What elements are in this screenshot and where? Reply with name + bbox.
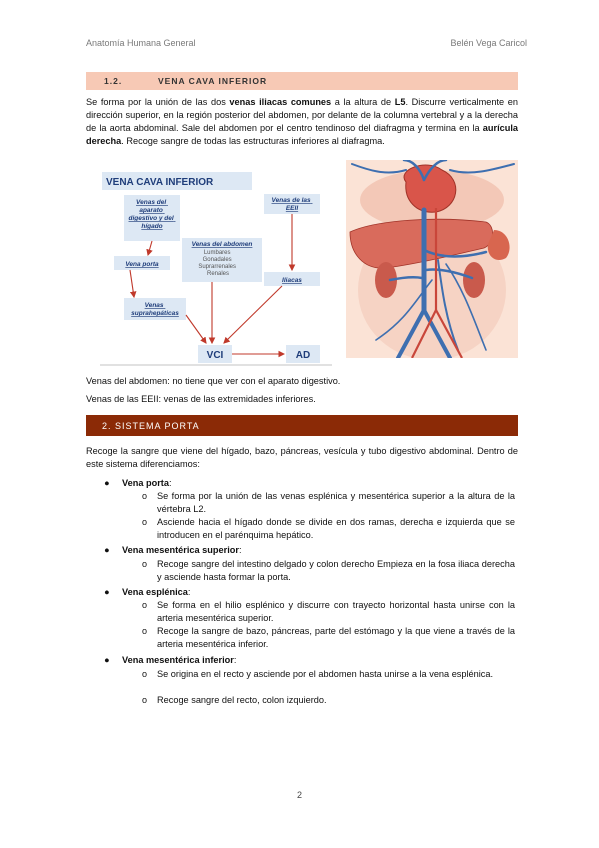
section-title: VENA CAVA INFERIOR — [158, 76, 268, 86]
bullet-dot-icon: ● — [104, 655, 110, 665]
bullet-title: Vena mesentérica inferior — [122, 655, 234, 665]
arteries-network — [411, 208, 463, 358]
section-number: 1.2. — [104, 76, 123, 86]
circle-bullet-icon: o — [142, 491, 148, 501]
header-right: Belén Vega Caricol — [450, 38, 527, 48]
bullet-mesenterica-superior: ●Vena mesentérica superior: — [104, 545, 242, 555]
intro-text-2: a la altura de — [331, 97, 395, 107]
bullet-mesenterica-inferior: ●Vena mesentérica inferior: — [104, 655, 237, 665]
diagram-title: VENA CAVA INFERIOR — [106, 177, 214, 188]
intro-bold-3: aurícula derecha — [86, 123, 518, 146]
circle-bullet-icon: o — [142, 626, 148, 636]
veins-network — [351, 160, 515, 358]
box-digestivo — [124, 195, 180, 241]
box-vci — [198, 345, 232, 363]
circle-bullet-icon: o — [142, 559, 148, 569]
bullet-vena-esplenica: ●Vena esplénica: — [104, 587, 191, 597]
box-suprahepaticas — [124, 298, 186, 320]
section-heading-vena-cava: 1.2. VENA CAVA INFERIOR — [86, 72, 518, 90]
diagram-arrows — [129, 214, 296, 358]
intro-text-3: . Discurre verticalmente en dirección su… — [86, 97, 518, 133]
diagram-title-box — [102, 172, 252, 190]
bullet-title: Vena mesentérica superior — [122, 545, 239, 555]
section-heading-sistema-porta: 2. SISTEMA PORTA — [86, 415, 518, 436]
circle-bullet-icon: o — [142, 695, 148, 705]
box-eeii-label: Venas de las EEII — [272, 197, 313, 212]
intro-bold-1: venas iliacas comunes — [229, 97, 332, 107]
box-suprahepaticas-label: Venas suprahepáticas — [131, 302, 179, 317]
bullet-title: Vena porta — [122, 478, 169, 488]
section-2-title: 2. SISTEMA PORTA — [102, 421, 200, 431]
circle-bullet-icon: o — [142, 669, 148, 679]
vena-cava-flow-diagram: VENA CAVA INFERIOR Venas del aparato dig… — [100, 172, 332, 366]
circle-bullet-icon: o — [142, 517, 148, 527]
box-porta — [114, 256, 170, 270]
bullet-dot-icon: ● — [104, 587, 110, 597]
circle-bullet-icon: o — [142, 600, 148, 610]
page-number: 2 — [296, 790, 302, 800]
bullet-dot-icon: ● — [104, 478, 110, 488]
box-iliacas-label: Iliacas — [282, 277, 302, 284]
heart-shape — [403, 164, 457, 213]
porta-intro-paragraph: Recoge la sangre que viene del hígado, b… — [86, 446, 518, 469]
right-kidney-shape — [375, 262, 397, 298]
box-eeii — [264, 194, 320, 214]
intro-paragraph: Se forma por la unión de las dos venas i… — [86, 96, 518, 148]
box-abdomen — [182, 238, 262, 282]
header-left: Anatomía Humana General — [86, 38, 196, 48]
intro-bold-2: L5 — [394, 97, 406, 107]
box-vci-label: VCI — [207, 350, 224, 361]
venous-anatomy-illustration — [346, 160, 518, 358]
bullet-title: Vena esplénica — [122, 587, 188, 597]
liver-shape — [349, 218, 493, 269]
intro-text-4: . Recoge sangre de todas las estructuras… — [121, 136, 385, 146]
bullet-vena-porta: ●Vena porta: — [104, 478, 172, 488]
left-kidney-shape — [463, 262, 485, 298]
bullet-dot-icon: ● — [104, 545, 110, 555]
box-ad-label: AD — [296, 350, 310, 361]
box-porta-label: Vena porta — [125, 261, 159, 268]
box-iliacas — [264, 272, 320, 286]
note-venas-abdomen: Venas del abdomen: no tiene que ver con … — [86, 376, 341, 386]
box-digestivo-label: Venas del aparato digestivo y del hígado — [129, 199, 176, 230]
spleen-shape — [487, 230, 510, 261]
box-abdomen-title: Venas del abdomen — [192, 241, 253, 248]
intro-text-1: Se forma por la unión de las dos — [86, 97, 230, 107]
box-abdomen-items: Lumbares Gonadales Suprarrenales Renales — [198, 250, 237, 277]
note-venas-eeii: Venas de las EEII: venas de las extremid… — [86, 394, 316, 404]
box-ad — [286, 345, 320, 363]
